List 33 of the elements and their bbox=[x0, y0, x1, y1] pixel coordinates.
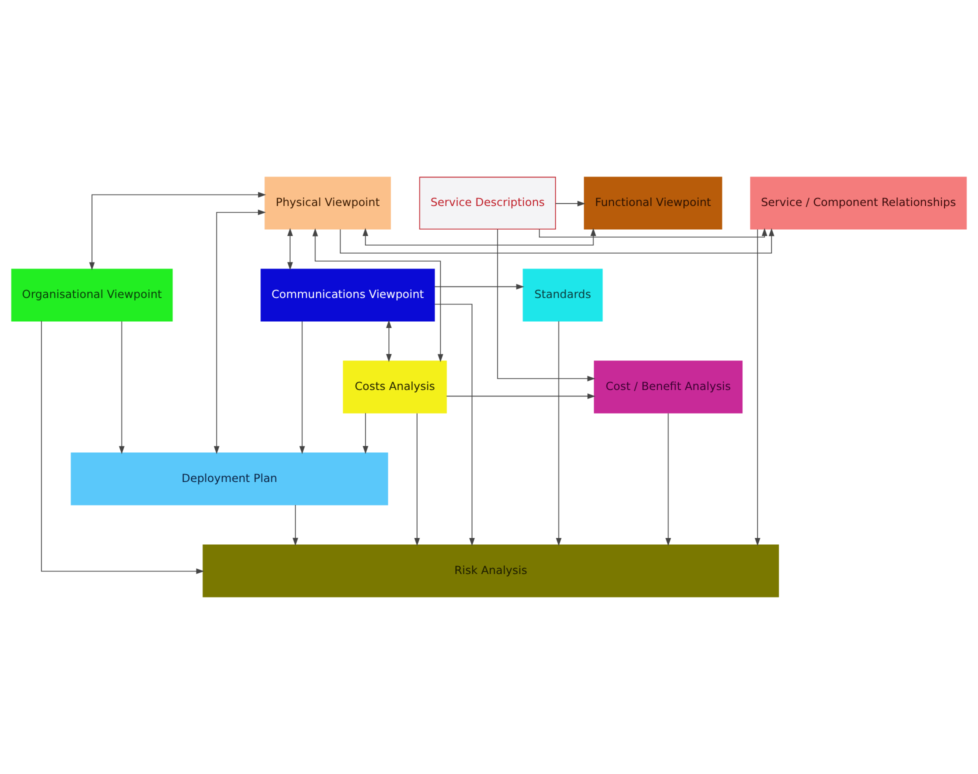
arrow bbox=[754, 228, 760, 546]
node-box: Cost / Benefit Analysis bbox=[594, 360, 743, 414]
arrow bbox=[538, 228, 768, 238]
arrow bbox=[497, 229, 596, 382]
node-box: Communications Viewpoint bbox=[260, 268, 435, 322]
arrow bbox=[41, 320, 204, 574]
arrow bbox=[299, 321, 305, 454]
node-box: Functional Viewpoint bbox=[584, 176, 722, 230]
node-box: Risk Analysis bbox=[202, 544, 779, 598]
arrow bbox=[312, 228, 444, 362]
node-box: Costs Analysis bbox=[342, 360, 447, 414]
arrow bbox=[556, 320, 562, 546]
arrow bbox=[118, 321, 125, 454]
node-box: Service Descriptions bbox=[419, 176, 556, 230]
arrow bbox=[414, 412, 420, 546]
arrow bbox=[362, 228, 596, 246]
arrow bbox=[446, 393, 596, 399]
arrow bbox=[362, 412, 368, 454]
arrow bbox=[89, 192, 266, 270]
node-box: Deployment Plan bbox=[70, 452, 388, 506]
node-box: Organisational Viewpoint bbox=[11, 268, 173, 322]
node-box: Standards bbox=[522, 268, 603, 322]
node-box: Service / Component Relationships bbox=[750, 176, 967, 230]
arrow bbox=[340, 228, 774, 254]
node-box: Physical Viewpoint bbox=[264, 176, 391, 230]
arrow bbox=[555, 200, 586, 206]
arrow bbox=[386, 320, 392, 362]
arrow bbox=[665, 412, 672, 546]
arrow bbox=[287, 228, 293, 270]
arrow bbox=[434, 284, 524, 290]
arrow bbox=[292, 504, 298, 546]
arrow bbox=[214, 210, 266, 454]
arrow bbox=[434, 304, 475, 546]
